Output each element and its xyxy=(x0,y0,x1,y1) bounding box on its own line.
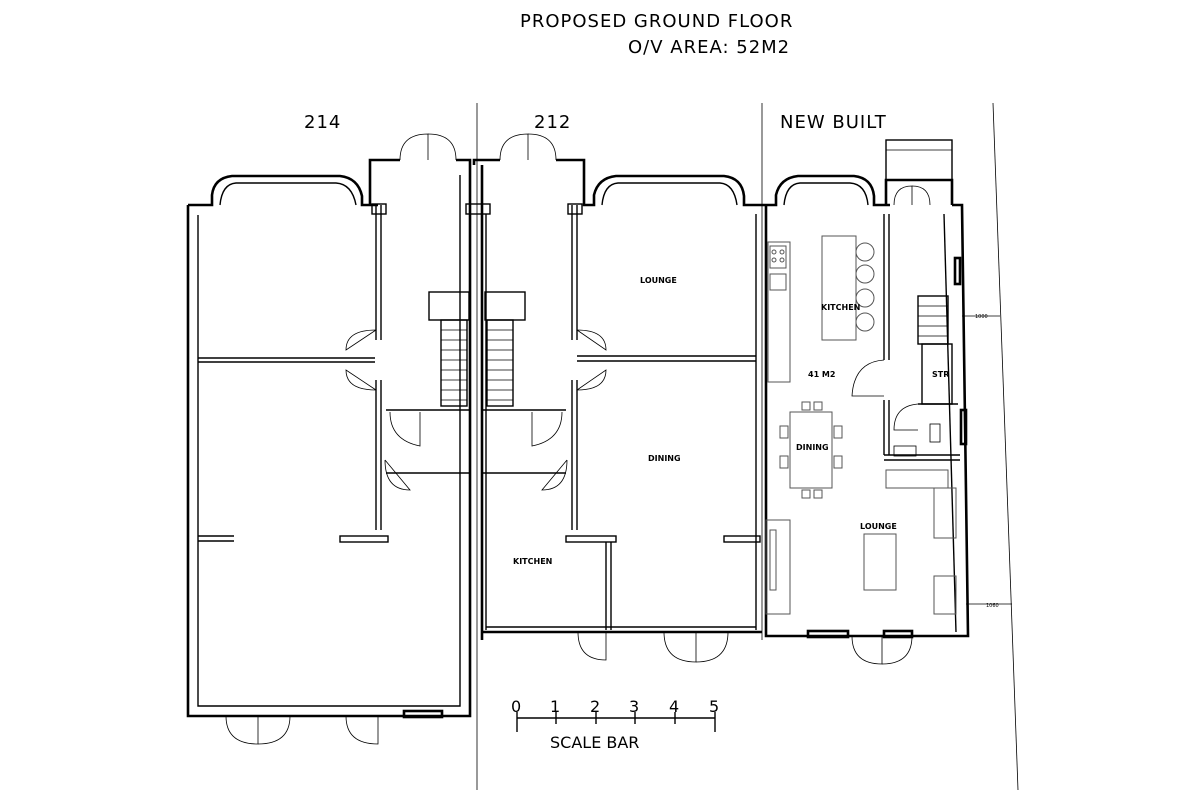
drawing-area: O/V AREA: 52M2 xyxy=(628,37,790,58)
shared-staircase xyxy=(428,203,526,407)
scale-label-1: 1 xyxy=(550,697,560,716)
room-label-dining-212: DINING xyxy=(648,454,681,463)
room-label-lounge-new: LOUNGE xyxy=(860,522,897,531)
room-label-str: STR xyxy=(932,370,949,379)
scale-label-2: 2 xyxy=(590,697,600,716)
room-label-area-new: 41 M2 xyxy=(808,370,835,379)
drawing-title: PROPOSED GROUND FLOOR xyxy=(520,11,793,32)
room-label-kitchen-212: KITCHEN xyxy=(513,557,552,566)
room-label-dining-new: DINING xyxy=(796,443,829,452)
house-label-214: 214 xyxy=(304,112,341,133)
room-label-kitchen-new: KITCHEN xyxy=(821,303,860,312)
scale-bar-title: SCALE BAR xyxy=(550,733,639,752)
room-label-lounge-212: LOUNGE xyxy=(640,276,677,285)
scale-label-3: 3 xyxy=(629,697,639,716)
house-label-new-built: NEW BUILT xyxy=(780,112,887,133)
new-built-plan xyxy=(762,139,1012,665)
scale-label-0: 0 xyxy=(511,697,521,716)
house-label-212: 212 xyxy=(534,112,571,133)
dimension-label-upper: 1000 xyxy=(975,314,988,320)
house-214-plan xyxy=(186,133,472,745)
site-boundary-line xyxy=(992,102,1019,791)
scale-label-4: 4 xyxy=(669,697,679,716)
scale-label-5: 5 xyxy=(709,697,719,716)
house-212-plan xyxy=(472,133,762,663)
scale-bar: 0 1 2 3 4 5 SCALE BAR xyxy=(511,697,719,752)
dimension-label-lower: 1060 xyxy=(986,603,999,609)
